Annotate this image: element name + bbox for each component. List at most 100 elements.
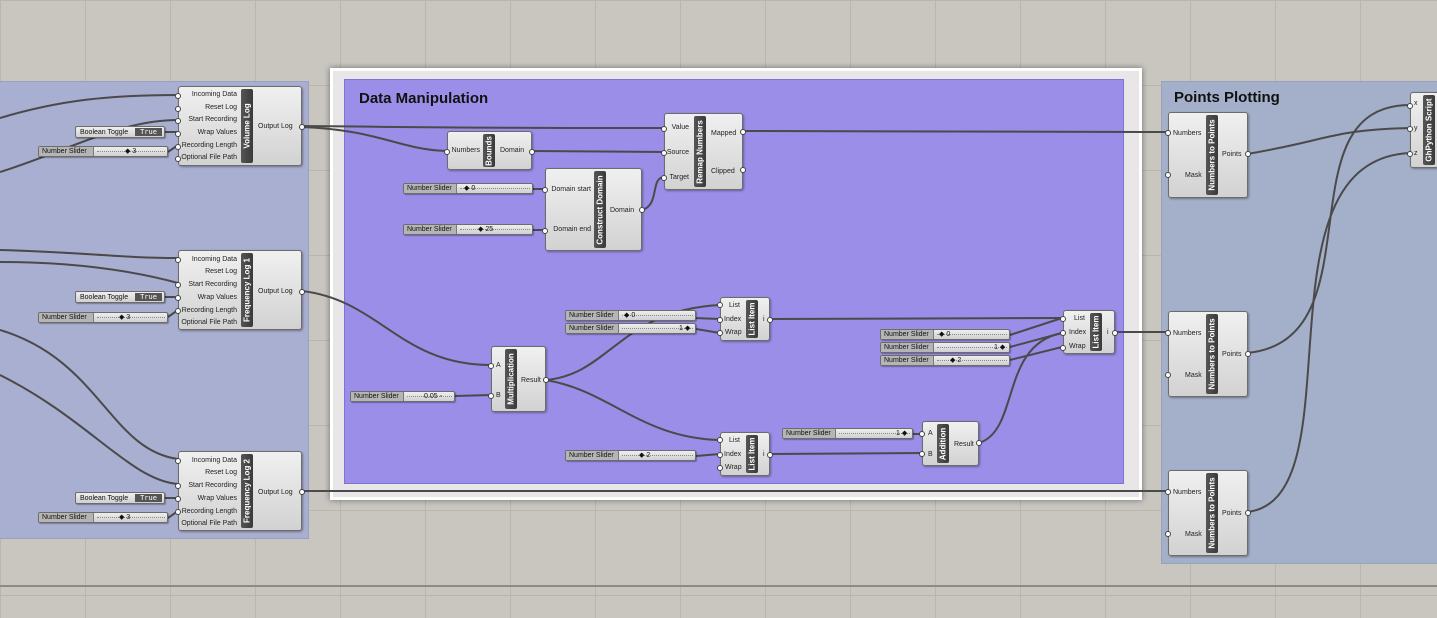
input-port[interactable] bbox=[1165, 372, 1171, 378]
input-port[interactable] bbox=[175, 282, 181, 288]
frequency-log-1-component[interactable]: Incoming Data Reset Log Start Recording … bbox=[178, 250, 302, 330]
multiplication-component[interactable]: A B Multiplication Result bbox=[491, 346, 546, 412]
input-port[interactable] bbox=[717, 317, 723, 323]
wire[interactable] bbox=[1009, 317, 1063, 336]
number-slider-domain-end[interactable]: Number Slider ◆ 25 bbox=[403, 224, 533, 235]
wire[interactable] bbox=[769, 452, 923, 455]
input-port[interactable] bbox=[1407, 126, 1413, 132]
output-port[interactable] bbox=[299, 489, 305, 495]
output-port[interactable] bbox=[299, 124, 305, 130]
wire[interactable] bbox=[301, 125, 665, 129]
output-port[interactable] bbox=[767, 317, 773, 323]
wire[interactable] bbox=[0, 249, 179, 259]
wire[interactable] bbox=[301, 126, 448, 152]
wire[interactable] bbox=[1009, 346, 1063, 361]
output-port[interactable] bbox=[1245, 351, 1251, 357]
input-port[interactable] bbox=[1407, 151, 1413, 157]
number-slider-list3-1[interactable]: Number Slider 1 ◆ bbox=[880, 342, 1010, 353]
input-port[interactable] bbox=[1165, 489, 1171, 495]
input-port[interactable] bbox=[717, 330, 723, 336]
wire[interactable] bbox=[531, 150, 665, 153]
numbers-to-points-3[interactable]: Numbers Mask Numbers to Points Points bbox=[1168, 470, 1248, 556]
boolean-toggle[interactable]: Boolean Toggle True bbox=[75, 126, 165, 138]
number-slider-domain-start[interactable]: Number Slider ◆ 0 bbox=[403, 183, 533, 194]
number-slider-list1-index[interactable]: Number Slider ◆ 0 bbox=[565, 310, 696, 321]
output-port[interactable] bbox=[1245, 510, 1251, 516]
wire[interactable] bbox=[301, 290, 492, 366]
bounds-component[interactable]: Numbers Bounds Domain bbox=[447, 131, 532, 170]
wire[interactable] bbox=[1246, 127, 1411, 155]
number-slider[interactable]: Number Slider ◆ 3 bbox=[38, 146, 168, 157]
input-port[interactable] bbox=[488, 393, 494, 399]
numbers-to-points-2[interactable]: Numbers Mask Numbers to Points Points bbox=[1168, 311, 1248, 397]
number-slider[interactable]: Number Slider ◆ 3 bbox=[38, 512, 168, 523]
input-port[interactable] bbox=[919, 451, 925, 457]
input-port[interactable] bbox=[175, 295, 181, 301]
input-port[interactable] bbox=[542, 187, 548, 193]
wire[interactable] bbox=[0, 374, 179, 485]
wire[interactable] bbox=[1246, 152, 1411, 513]
output-port[interactable] bbox=[740, 129, 746, 135]
wire[interactable] bbox=[0, 329, 179, 460]
input-port[interactable] bbox=[175, 156, 181, 162]
input-port[interactable] bbox=[1165, 172, 1171, 178]
ghpython-script-component[interactable]: x y z GhPython Script bbox=[1410, 92, 1437, 168]
input-port[interactable] bbox=[1407, 103, 1413, 109]
boolean-toggle[interactable]: Boolean Toggle True bbox=[75, 291, 165, 303]
input-port[interactable] bbox=[175, 257, 181, 263]
input-port[interactable] bbox=[488, 363, 494, 369]
wire[interactable] bbox=[695, 453, 721, 457]
input-port[interactable] bbox=[919, 431, 925, 437]
output-port[interactable] bbox=[299, 289, 305, 295]
list-item-1-component[interactable]: List Index Wrap List Item i bbox=[720, 297, 770, 341]
input-port[interactable] bbox=[661, 150, 667, 156]
wire[interactable] bbox=[454, 394, 492, 397]
wire[interactable] bbox=[742, 130, 1169, 133]
wire[interactable] bbox=[695, 328, 721, 334]
input-port[interactable] bbox=[1060, 345, 1066, 351]
volume-log-component[interactable]: Incoming Data Reset Log Start Recording … bbox=[178, 86, 302, 166]
wire[interactable] bbox=[0, 94, 179, 119]
frequency-log-2-component[interactable]: Incoming Data Reset Log Start Recording … bbox=[178, 451, 302, 531]
number-slider-list3-2[interactable]: Number Slider ◆ 2 bbox=[880, 355, 1010, 366]
number-slider-list1-wrap[interactable]: Number Slider 1 ◆ bbox=[565, 323, 696, 334]
input-port[interactable] bbox=[717, 437, 723, 443]
addition-component[interactable]: A B Addition Result bbox=[922, 421, 979, 466]
output-port[interactable] bbox=[543, 377, 549, 383]
input-port[interactable] bbox=[661, 175, 667, 181]
boolean-toggle[interactable]: Boolean Toggle True bbox=[75, 492, 165, 504]
input-port[interactable] bbox=[661, 126, 667, 132]
input-port[interactable] bbox=[1165, 531, 1171, 537]
output-port[interactable] bbox=[529, 149, 535, 155]
output-port[interactable] bbox=[740, 167, 746, 173]
wire[interactable] bbox=[1009, 332, 1063, 348]
wire[interactable] bbox=[641, 176, 665, 211]
output-port[interactable] bbox=[639, 207, 645, 213]
input-port[interactable] bbox=[717, 452, 723, 458]
list-item-3-component[interactable]: List Index Wrap List Item i bbox=[1063, 310, 1115, 354]
wire[interactable] bbox=[1246, 104, 1411, 354]
wire[interactable] bbox=[978, 332, 1063, 444]
input-port[interactable] bbox=[175, 496, 181, 502]
number-slider-list2-index[interactable]: Number Slider ◆ 2 bbox=[565, 450, 696, 461]
wire[interactable] bbox=[769, 317, 1063, 320]
wire[interactable] bbox=[544, 379, 721, 441]
output-port[interactable] bbox=[767, 452, 773, 458]
input-port[interactable] bbox=[175, 93, 181, 99]
list-item-2-component[interactable]: List Index Wrap List Item i bbox=[720, 432, 770, 476]
input-port[interactable] bbox=[444, 149, 450, 155]
wire[interactable] bbox=[0, 261, 179, 284]
output-port[interactable] bbox=[1245, 151, 1251, 157]
wire[interactable] bbox=[544, 304, 721, 381]
input-port[interactable] bbox=[1060, 316, 1066, 322]
input-port[interactable] bbox=[717, 465, 723, 471]
input-port[interactable] bbox=[175, 106, 181, 112]
number-slider-addition-a[interactable]: Number Slider 1 ◆ bbox=[782, 428, 913, 439]
remap-numbers-component[interactable]: Value Source Target Remap Numbers Mapped… bbox=[664, 113, 743, 190]
number-slider[interactable]: Number Slider ◆ 3 bbox=[38, 312, 168, 323]
number-slider-multiplier[interactable]: Number Slider 0.05 ◦ bbox=[350, 391, 455, 402]
output-port[interactable] bbox=[1112, 330, 1118, 336]
input-port[interactable] bbox=[717, 302, 723, 308]
input-port[interactable] bbox=[1165, 330, 1171, 336]
input-port[interactable] bbox=[175, 131, 181, 137]
